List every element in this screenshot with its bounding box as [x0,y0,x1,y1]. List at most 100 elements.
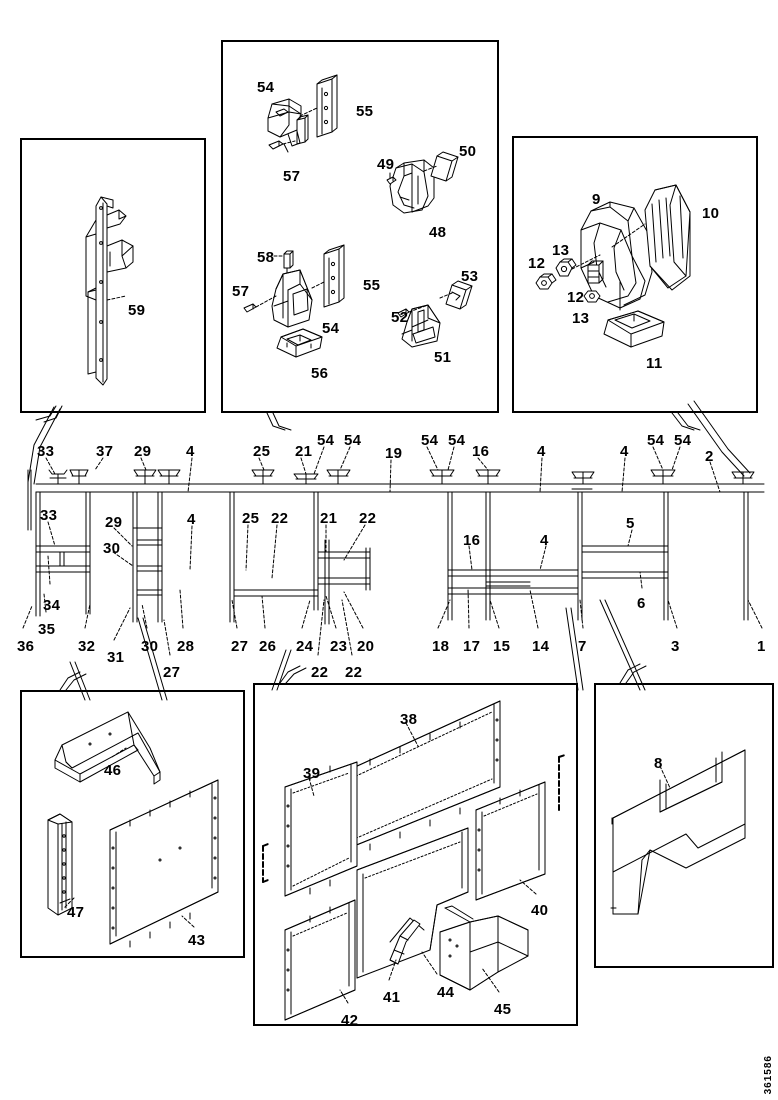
callout-12: 12 [528,255,546,272]
callout-30: 30 [103,540,121,557]
callout-39: 39 [303,765,321,782]
callout-14: 14 [532,638,550,655]
callout-13: 13 [552,242,570,259]
callout-45: 45 [494,1001,512,1018]
callout-2: 2 [705,448,714,465]
callout-35: 35 [38,621,56,638]
panel-dashed-right [558,754,566,813]
sheet-id: 361586 [763,1054,774,1094]
part-57-pin-lower [243,295,277,313]
callout-6: 6 [637,595,646,612]
callout-55: 55 [363,277,381,294]
part-42-panel [284,899,356,1021]
callout-44: 44 [437,984,455,1001]
frame-strut-topleft-leader [69,661,91,701]
callout-49: 49 [377,156,395,173]
part-12-nut-b [583,290,601,303]
callout-54: 54 [448,432,466,449]
leaders-bottom-left [63,747,195,928]
callout-36: 36 [17,638,35,655]
callout-50: 50 [459,143,477,160]
callout-22: 22 [359,510,377,527]
leaders-bottom-center [308,722,537,1004]
callout-59: 59 [128,302,146,319]
panel-dashed-left [262,843,269,883]
panel-top-left [20,138,206,413]
callout-29: 29 [134,443,152,460]
callout-4: 4 [540,532,549,549]
callout-15: 15 [493,638,511,655]
part-43-panel [109,779,219,948]
callout-57: 57 [283,168,301,185]
frame-main-top-rail [35,483,765,493]
part-54-bracket-lower [271,269,313,328]
callout-22: 22 [345,664,363,681]
frame-strut-lower-left [137,617,168,701]
frame-strut-lower-center [271,649,292,691]
callout-54: 54 [421,432,439,449]
callout-19: 19 [385,445,403,462]
callout-5: 5 [626,515,635,532]
callout-47: 47 [67,904,85,921]
callout-27: 27 [231,638,249,655]
callout-34: 34 [43,597,61,614]
callout-46: 46 [104,762,122,779]
part-13-bolt-a [555,254,601,277]
callout-4: 4 [186,443,195,460]
callout-53: 53 [461,268,479,285]
callout-16: 16 [472,443,490,460]
part-11-footpad [603,281,665,348]
callout-58: 58 [257,249,275,266]
callout-33: 33 [37,443,55,460]
callout-42: 42 [341,1012,359,1029]
callout-24: 24 [296,638,314,655]
callout-12: 12 [567,289,585,306]
callout-4: 4 [620,443,629,460]
callout-21: 21 [320,510,338,527]
callout-32: 32 [78,638,96,655]
part-55-plate-lower [311,244,345,308]
callout-4: 4 [187,511,196,528]
callout-25: 25 [253,443,271,460]
callout-51: 51 [434,349,452,366]
part-41-panel [356,827,469,979]
callout-33: 33 [40,507,58,524]
part-44-curve [389,919,421,965]
callout-21: 21 [295,443,313,460]
callout-23: 23 [330,638,348,655]
part-47-rail [47,813,73,916]
callout-20: 20 [357,638,375,655]
callout-22: 22 [271,510,289,527]
part-12-nut-a [535,273,557,290]
callout-57: 57 [232,283,250,300]
callout-8: 8 [654,755,663,772]
callout-3: 3 [671,638,680,655]
part-52-pin [397,304,429,318]
part-56-base-plate [276,328,323,358]
frame-right-curve [687,400,751,477]
callout-7: 7 [578,638,587,655]
part-48-scoop [389,159,435,214]
part-53-clip [439,280,473,310]
frame-cross-members [35,527,669,597]
callout-52: 52 [391,309,409,326]
callout-13: 13 [572,310,590,327]
part-40-panel [475,781,546,901]
callout-28: 28 [177,638,195,655]
frame-vertical-posts [35,491,749,625]
callout-1: 1 [757,638,766,655]
part-8-panel [610,749,746,915]
part-57-pin-upper [268,140,296,150]
callout-43: 43 [188,932,206,949]
callout-31: 31 [107,649,125,666]
part-55-plate-upper [299,74,338,138]
part-51-bracket [401,304,441,348]
callout-54: 54 [674,432,692,449]
callout-48: 48 [429,224,447,241]
callout-54: 54 [322,320,340,337]
frame-top-clips [48,469,755,490]
part-50-clip [423,151,459,182]
callout-26: 26 [259,638,277,655]
callout-54: 54 [257,79,275,96]
part-13-bolt-b [587,260,604,284]
